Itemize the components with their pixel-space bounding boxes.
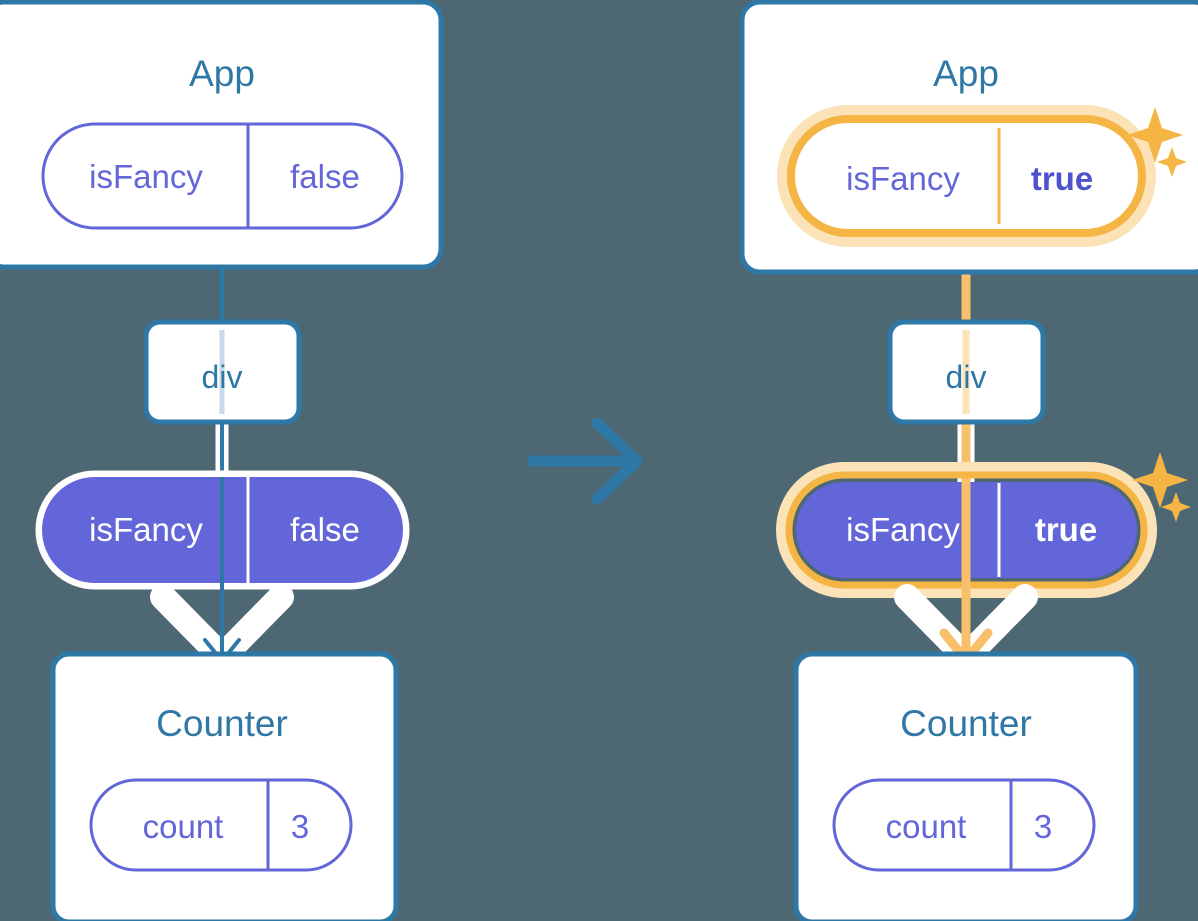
sparkle-icon-prop-right [1132, 452, 1191, 522]
counter-state-pill-right[interactable] [832, 778, 1096, 872]
prop-pill-value-right: true [1035, 511, 1097, 548]
app-state-pill-right[interactable] [799, 127, 1134, 225]
counter-state-pill-key-right: count [886, 808, 967, 845]
counter-state-pill-value-left: 3 [291, 808, 309, 845]
counter-title-left: Counter [156, 703, 288, 744]
counter-title-right: Counter [900, 703, 1032, 744]
app-state-pill-key-left: isFancy [89, 158, 203, 195]
counter-state-pill-value-right: 3 [1034, 808, 1052, 845]
arrow-right-icon [527, 417, 643, 505]
app-title-left: App [189, 53, 255, 94]
div-label-right: div [946, 359, 987, 395]
app-state-pill-glow-right [777, 105, 1156, 247]
prop-pill-value-left: false [290, 511, 360, 548]
prop-pill-key-left: isFancy [89, 511, 203, 548]
prop-pill-key-right: isFancy [846, 511, 960, 548]
sparkle-icon-app-right [1127, 107, 1187, 177]
app-state-pill-ring-right [787, 115, 1146, 237]
counter-state-pill-key-left: count [143, 808, 224, 845]
counter-state-pill-left[interactable] [89, 778, 353, 872]
app-state-pill-value-right: true [1031, 160, 1093, 197]
app-state-pill-left[interactable] [41, 122, 404, 230]
div-label-left: div [202, 359, 243, 395]
app-state-pill-value-left: false [290, 158, 360, 195]
app-title-right: App [933, 53, 999, 94]
app-state-pill-key-right: isFancy [846, 160, 960, 197]
